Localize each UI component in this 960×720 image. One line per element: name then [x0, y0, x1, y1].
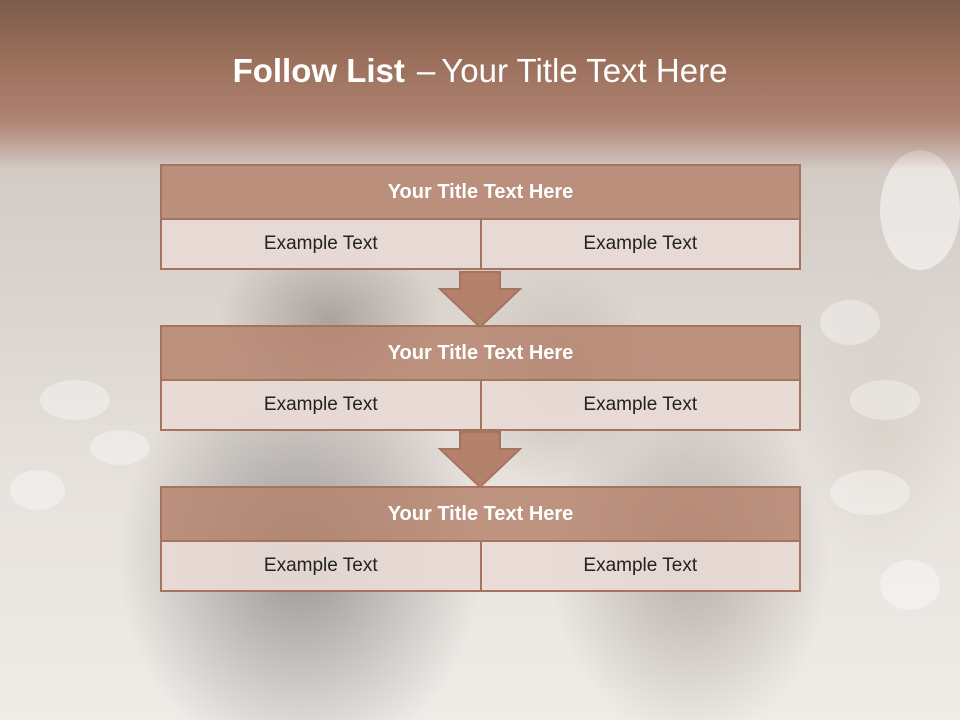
- slide-title-bold: Follow List: [232, 52, 405, 89]
- header-band: [0, 0, 960, 170]
- background-bokeh: [10, 470, 65, 510]
- block-cell-right: Example Text: [481, 542, 801, 592]
- slide-title: Follow List–Your Title Text Here: [0, 52, 960, 90]
- background-bokeh: [880, 560, 940, 610]
- block-cell-right: Example Text: [481, 220, 801, 270]
- block-cell-left: Example Text: [160, 220, 482, 270]
- block-row: Example Text Example Text: [160, 381, 801, 431]
- list-block-1: Your Title Text Here Example Text Exampl…: [160, 164, 801, 270]
- block-row: Example Text Example Text: [160, 220, 801, 270]
- block-title: Your Title Text Here: [160, 325, 801, 381]
- slide-title-rest: Your Title Text Here: [441, 52, 728, 89]
- list-block-3: Your Title Text Here Example Text Exampl…: [160, 486, 801, 592]
- block-title: Your Title Text Here: [160, 164, 801, 220]
- down-arrow-icon: [438, 431, 522, 489]
- list-block-2: Your Title Text Here Example Text Exampl…: [160, 325, 801, 431]
- block-cell-left: Example Text: [160, 381, 482, 431]
- block-row: Example Text Example Text: [160, 542, 801, 592]
- background-bokeh: [820, 300, 880, 345]
- background-bokeh: [850, 380, 920, 420]
- down-arrow-icon: [438, 271, 522, 329]
- block-title: Your Title Text Here: [160, 486, 801, 542]
- background-bokeh: [90, 430, 150, 465]
- block-cell-right: Example Text: [481, 381, 801, 431]
- background-bokeh: [40, 380, 110, 420]
- block-cell-left: Example Text: [160, 542, 482, 592]
- background-bokeh: [880, 150, 960, 270]
- slide-title-separator: –: [416, 52, 436, 89]
- background-bokeh: [830, 470, 910, 515]
